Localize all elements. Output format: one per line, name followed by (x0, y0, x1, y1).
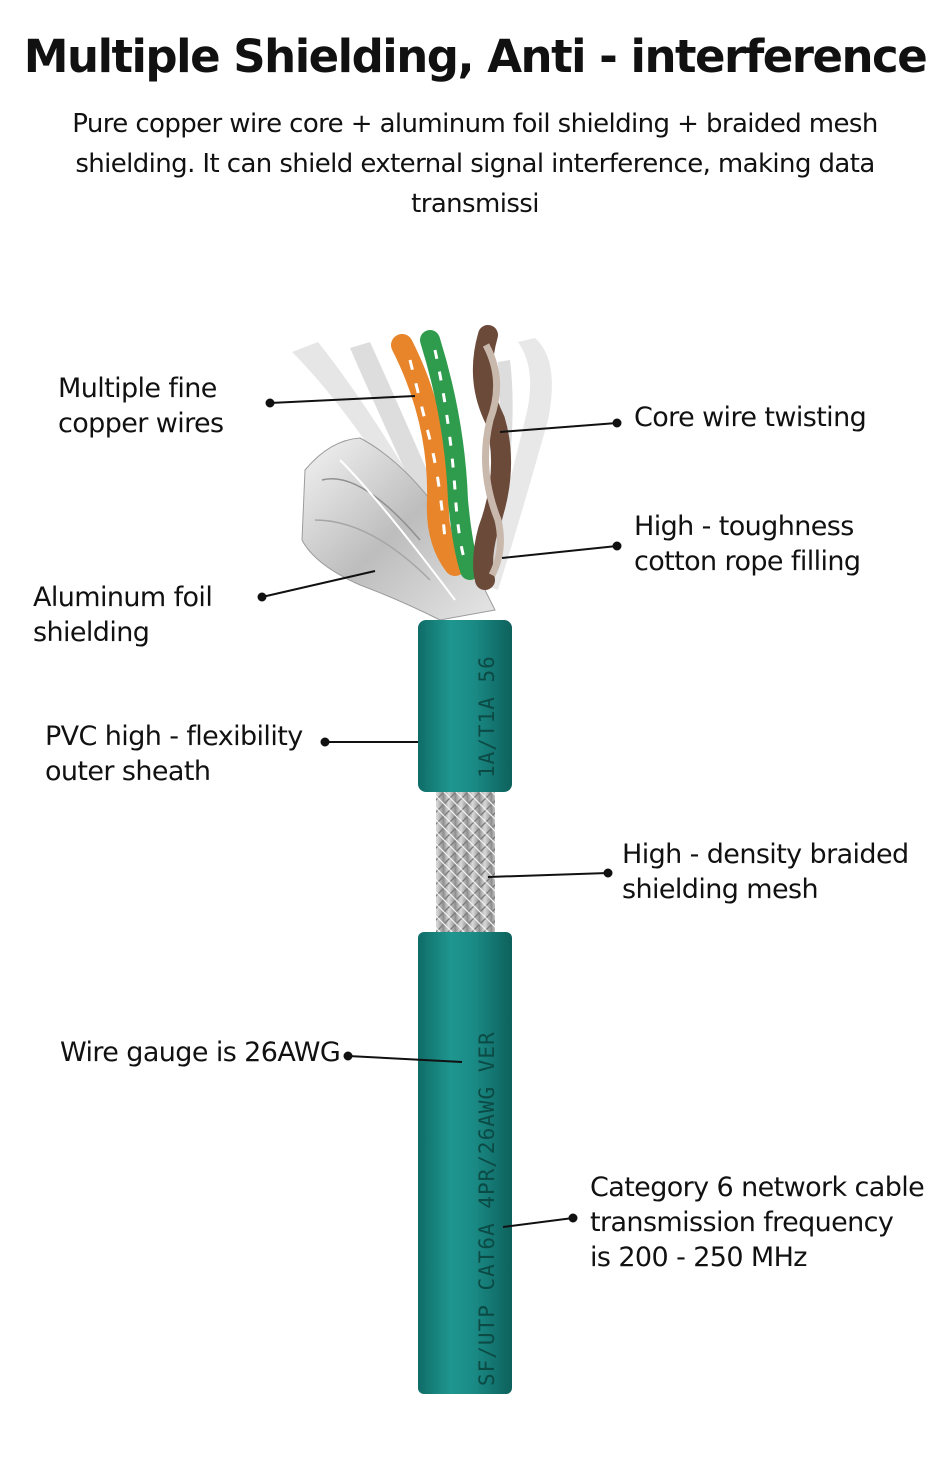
leader-dot-core-wire-twisting (612, 418, 622, 428)
leader-lines (257, 395, 622, 1228)
leader-fine-copper-wires (269, 395, 416, 404)
sheath-print-upper: 1A/T1A 56 (475, 655, 499, 778)
label-aluminum-foil: Aluminum foil shielding (33, 582, 213, 648)
twisted-pair-cores (391, 325, 512, 590)
leader-braided-mesh (487, 872, 609, 878)
leader-dot-cotton-rope-filling (612, 541, 622, 551)
braided-mesh-section (436, 792, 495, 934)
leader-dot-aluminum-foil (257, 592, 267, 602)
leader-dot-fine-copper-wires (265, 398, 275, 408)
outer-sheath-lower (418, 932, 512, 1394)
label-category-6: Category 6 network cable transmission fr… (590, 1172, 925, 1273)
page-subtitle: Pure copper wire core + aluminum foil sh… (72, 109, 878, 219)
page-title: Multiple Shielding, Anti - interference (23, 30, 928, 83)
leader-aluminum-foil (261, 570, 376, 598)
leader-wire-gauge (347, 1055, 463, 1063)
leader-dot-category-6 (568, 1213, 578, 1223)
label-core-wire-twisting: Core wire twisting (634, 402, 867, 433)
leader-dot-braided-mesh (603, 868, 613, 878)
leader-core-wire-twisting (499, 422, 618, 433)
label-fine-copper-wires: Multiple fine copper wires (58, 373, 224, 439)
sheath-print-lower: SF/UTP CAT6A 4PR/26AWG VER (475, 1031, 499, 1386)
leader-dot-wire-gauge (343, 1051, 353, 1061)
leader-category-6 (502, 1217, 574, 1228)
label-braided-mesh: High - density braided shielding mesh (622, 839, 909, 905)
outer-sheath-upper (418, 620, 512, 792)
label-wire-gauge: Wire gauge is 26AWG (60, 1037, 341, 1068)
leader-dot-pvc-sheath (320, 737, 330, 747)
leader-cotton-rope-filling (501, 545, 618, 559)
label-pvc-sheath: PVC high - flexibility outer sheath (45, 721, 303, 787)
label-cotton-rope-filling: High - toughness cotton rope filling (634, 511, 861, 577)
